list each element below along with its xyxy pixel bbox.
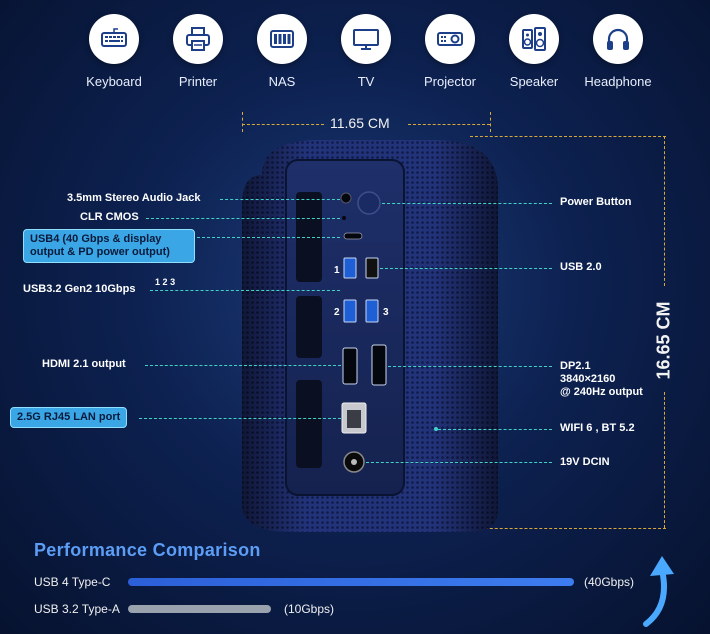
- callout-wifi: WIFI 6 , BT 5.2: [560, 422, 635, 434]
- callout-dp-line1: DP2.1: [560, 360, 591, 372]
- callout-clr-cmos: CLR CMOS: [80, 211, 139, 223]
- callout-usb4-line1: USB4 (40 Gbps & display: [30, 233, 162, 245]
- hdmi-port: [342, 347, 358, 385]
- tv-icon: [341, 14, 391, 64]
- vent: [296, 380, 322, 468]
- dp-port: [371, 344, 387, 386]
- perf-bar-usb32: [128, 605, 271, 613]
- nas-icon: [257, 14, 307, 64]
- callout-usb32: USB3.2 Gen2 10Gbps: [23, 283, 136, 295]
- device-projector: Projector: [408, 14, 492, 89]
- device-label: Keyboard: [86, 74, 142, 89]
- callout-line-dp: [388, 366, 552, 367]
- callout-dp-line3: @ 240Hz output: [560, 386, 643, 398]
- power-button-port: [357, 191, 381, 215]
- projector-icon: [425, 14, 475, 64]
- height-dimension-line-bottom: [664, 392, 665, 528]
- callout-line-usb4: [197, 237, 340, 238]
- performance-title: Performance Comparison: [34, 540, 261, 560]
- callout-line-clr: [146, 218, 340, 219]
- callout-usb2: USB 2.0: [560, 261, 602, 273]
- wifi-antenna-dot: [434, 427, 438, 431]
- callout-line-hdmi: [145, 365, 341, 366]
- perf-row-usb4-label: USB 4 Type-C: [34, 575, 111, 589]
- callout-usb4-line2: output & PD power output): [30, 246, 170, 258]
- width-dimension-right-tick: [490, 112, 491, 132]
- device-nas: NAS: [240, 14, 324, 89]
- usb4-port: [343, 232, 363, 240]
- callout-power-button: Power Button: [560, 196, 632, 208]
- callout-dp: DP2.1 3840×2160 @ 240Hz output: [560, 360, 643, 399]
- rj45-port-opening: [347, 410, 361, 428]
- device-label: Projector: [423, 74, 477, 89]
- keyboard-icon: [89, 14, 139, 64]
- device-headphone: Headphone: [576, 14, 660, 89]
- usb32-port-1: [343, 257, 357, 279]
- performance-up-arrow-icon: [643, 556, 674, 627]
- port-marker-3: 3: [383, 307, 389, 318]
- usb32-marker-3: 3: [170, 277, 176, 287]
- port-marker-1: 1: [334, 265, 340, 276]
- vent: [296, 296, 322, 358]
- perf-row-usb32-label: USB 3.2 Type-A: [34, 602, 120, 616]
- callout-line-power: [382, 203, 552, 204]
- height-dimension-top-tick: [470, 136, 666, 137]
- perf-row-usb32-value: (10Gbps): [284, 602, 335, 616]
- callout-line-usb32: [150, 290, 340, 291]
- width-dimension-left-tick: [242, 112, 243, 132]
- device-label: TV: [357, 74, 375, 89]
- device-printer: Printer: [156, 14, 240, 89]
- callout-usb4-box: USB4 (40 Gbps & display output & PD powe…: [23, 229, 195, 263]
- width-dimension-line-left: [242, 124, 324, 125]
- width-dimension-label: 11.65 CM: [330, 115, 390, 131]
- device-label: Speaker: [509, 74, 559, 89]
- speaker-icon: [509, 14, 559, 64]
- device-keyboard: Keyboard: [72, 14, 156, 89]
- callout-line-wifi: [438, 429, 552, 430]
- callout-dp-line2: 3840×2160: [560, 373, 616, 385]
- callout-hdmi: HDMI 2.1 output: [42, 358, 126, 370]
- callout-line-dcin: [366, 462, 552, 463]
- device-tv: TV: [324, 14, 408, 89]
- usb32-marker-2: 2: [162, 277, 168, 287]
- height-dimension-line-top: [664, 136, 665, 286]
- callout-dcin: 19V DCIN: [560, 456, 610, 468]
- port-marker-2: 2: [334, 307, 340, 318]
- height-dimension-bottom-tick: [470, 528, 666, 529]
- callout-line-audio: [220, 199, 340, 200]
- device-label: Headphone: [584, 74, 652, 89]
- callout-line-usb2: [380, 268, 552, 269]
- width-dimension-line-right: [408, 124, 490, 125]
- usb2-port: [365, 257, 379, 279]
- device-speaker: Speaker: [492, 14, 576, 89]
- device-label: Printer: [178, 74, 218, 89]
- callout-line-lan: [139, 418, 341, 419]
- usb32-port-2: [343, 299, 357, 323]
- device-icon-row: Keyboard Printer NAS TV Projector: [72, 14, 662, 94]
- dc-in-pin: [351, 459, 357, 465]
- usb32-port-3: [365, 299, 379, 323]
- clr-cmos-port: [342, 216, 346, 220]
- printer-icon: [173, 14, 223, 64]
- callout-usb32-markers: 1 2 3: [155, 276, 175, 289]
- device-label: NAS: [268, 74, 296, 89]
- headphone-icon: [593, 14, 643, 64]
- perf-row-usb4-value: (40Gbps): [584, 575, 635, 589]
- perf-bar-usb4: [128, 578, 574, 586]
- usb32-marker-1: 1: [155, 277, 161, 287]
- audio-jack-port: [340, 192, 352, 204]
- callout-lan-box: 2.5G RJ45 LAN port: [10, 407, 128, 428]
- callout-audio-jack: 3.5mm Stereo Audio Jack: [67, 192, 201, 204]
- callout-lan: 2.5G RJ45 LAN port: [17, 411, 121, 423]
